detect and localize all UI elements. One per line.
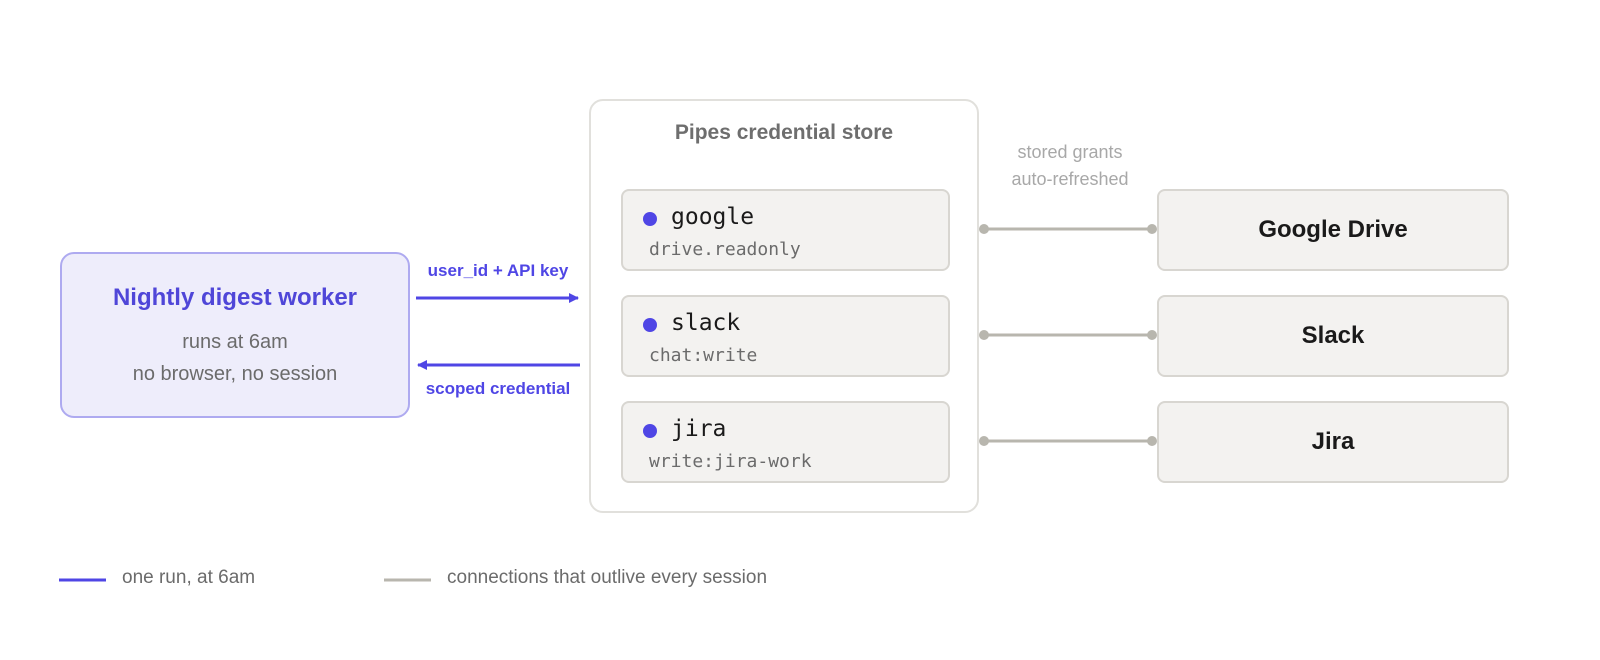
service-slack: Slack xyxy=(1157,295,1509,377)
credential-name: jira xyxy=(671,416,727,442)
connection-google xyxy=(979,224,1157,234)
store-title: Pipes credential store xyxy=(674,121,894,144)
grants-note-line2: auto-refreshed xyxy=(1011,169,1129,189)
credential-scope: write:jira-work xyxy=(649,451,812,472)
status-dot-icon xyxy=(643,318,657,332)
worker-title: Nightly digest worker xyxy=(112,284,358,311)
legend-connection-label: connections that outlive every session xyxy=(447,567,768,588)
status-dot-icon xyxy=(643,424,657,438)
legend-run-label: one run, at 6am xyxy=(122,567,256,588)
worker-details: runs at 6am no browser, no session xyxy=(62,326,408,390)
credential-store: Pipes credential store google drive.read… xyxy=(589,99,979,513)
grants-note-line1: stored grants xyxy=(1017,142,1123,162)
credential-scope: chat:write xyxy=(649,345,758,366)
credential-name: slack xyxy=(671,310,741,336)
connection-jira xyxy=(979,436,1157,446)
worker-node: Nightly digest worker runs at 6am no bro… xyxy=(60,252,410,418)
credential-google: google drive.readonly xyxy=(621,189,950,271)
service-jira: Jira xyxy=(1157,401,1509,483)
grants-note: stored grants auto-refreshed xyxy=(990,139,1150,193)
credential-slack: slack chat:write xyxy=(621,295,950,377)
connection-slack xyxy=(979,330,1157,340)
status-dot-icon xyxy=(643,212,657,226)
worker-schedule: runs at 6am xyxy=(182,331,288,353)
credential-jira: jira write:jira-work xyxy=(621,401,950,483)
service-google-drive: Google Drive xyxy=(1157,189,1509,271)
credential-name: google xyxy=(671,204,755,230)
request-label: user_id + API key xyxy=(427,261,569,280)
response-label: scoped credential xyxy=(425,379,571,398)
worker-constraints: no browser, no session xyxy=(132,363,338,385)
credential-scope: drive.readonly xyxy=(649,239,801,260)
